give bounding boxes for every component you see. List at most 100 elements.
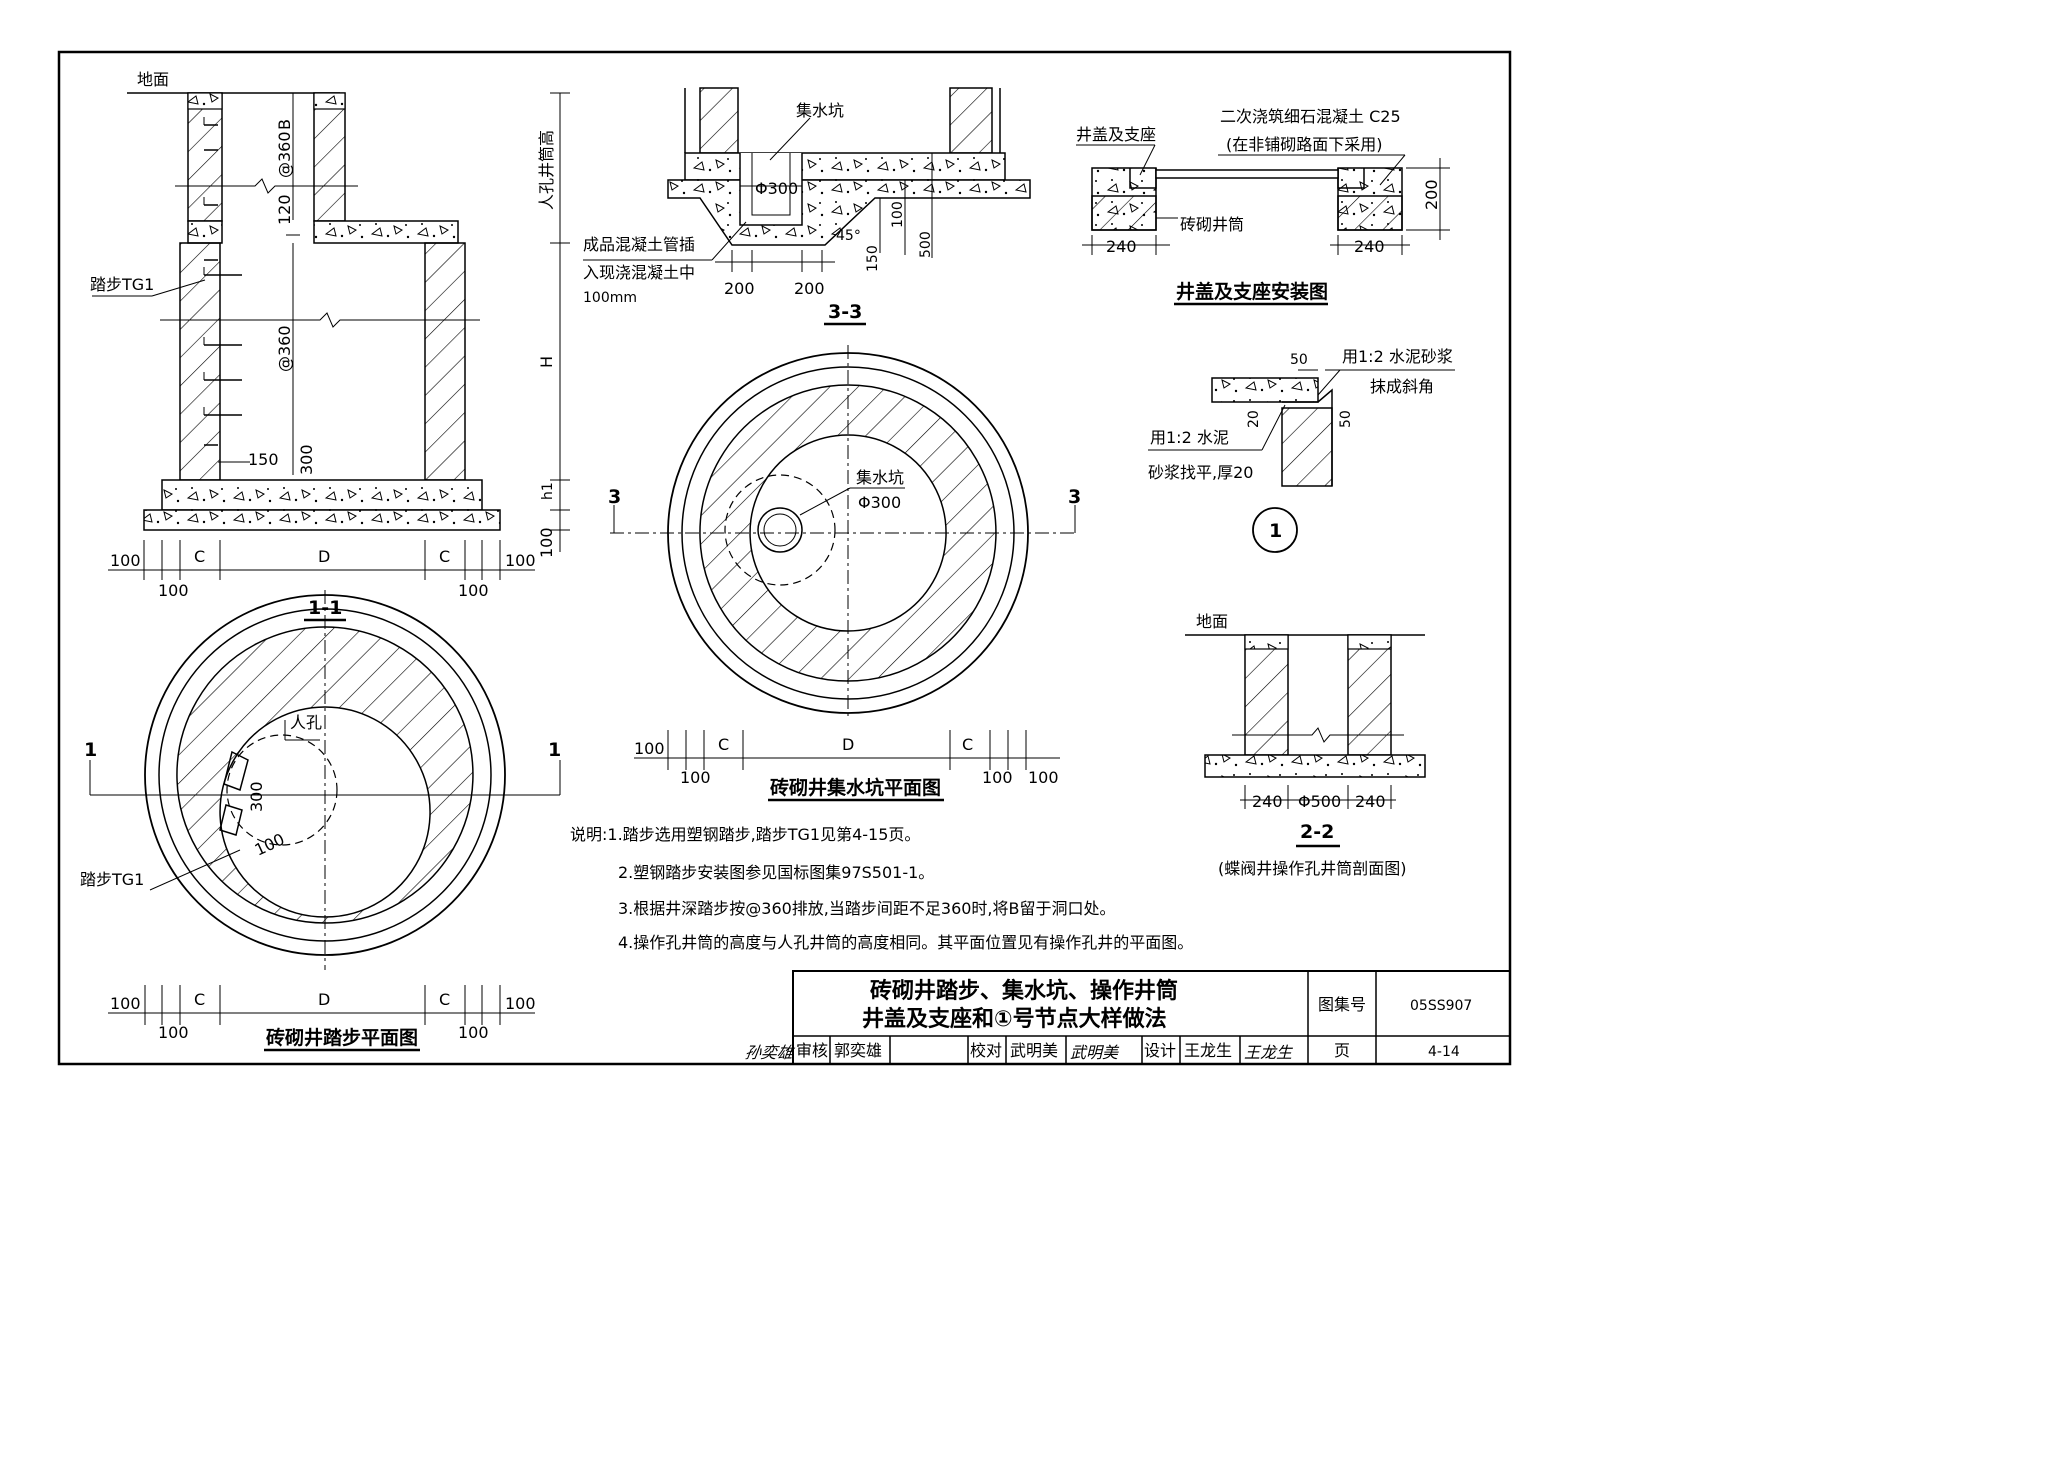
note-4: 4.操作孔井筒的高度与人孔井筒的高度相同。其平面位置见有操作孔井的平面图。 — [618, 933, 1193, 952]
review-name: 郭奕雄 — [834, 1041, 882, 1060]
plan1-dim-100-bottom-left: 100 — [158, 1023, 189, 1042]
section-mark-1-left: 1 — [84, 739, 97, 761]
sump-label: 集水坑 — [796, 101, 844, 120]
dim-h: H — [537, 356, 556, 368]
sump-plan-label: 集水坑 — [856, 468, 904, 487]
pipe-note-2: 入现浇混凝土中 — [583, 263, 695, 282]
check-signature: 武明美 — [1070, 1043, 1120, 1062]
plan3-dim-c-right: C — [962, 735, 973, 754]
plan3-dim-100-bottom-left: 100 — [680, 768, 711, 787]
level-note-2: 砂浆找平,厚20 — [1148, 463, 1253, 482]
dim-100-bottom-left: 100 — [158, 581, 189, 600]
dim-d: D — [318, 547, 330, 566]
step-plan-title: 砖砌井踏步平面图 — [266, 1026, 418, 1049]
note-2: 2.塑钢踏步安装图参见国标图集97S501-1。 — [618, 863, 934, 882]
dim-240-cover-right: 240 — [1354, 237, 1385, 256]
page-number: 4-14 — [1428, 1044, 1460, 1060]
atlas-label: 图集号 — [1318, 995, 1366, 1014]
dim-120: 120 — [275, 194, 294, 225]
plan3-dim-c-left: C — [718, 735, 729, 754]
sump-plan-view: 3-3 3 3 集水坑 Φ300 100 C D C 100 100 100 砖… — [608, 301, 1081, 802]
plan3-dim-d: D — [842, 735, 854, 754]
notes: 说明:1.踏步选用塑钢踏步,踏步TG1见第4-15页。 2.塑钢踏步安装图参见国… — [570, 825, 1193, 952]
brick-shaft-label: 砖砌井筒 — [1180, 215, 1244, 234]
level-note-1: 用1:2 水泥 — [1150, 428, 1229, 447]
dim-100-sump: 100 — [890, 201, 906, 228]
concrete-note-1: 二次浇筑细石混凝土 C25 — [1220, 107, 1401, 126]
mortar-note-1: 用1:2 水泥砂浆 — [1342, 347, 1453, 366]
section-mark-2-2: 2-2 — [1300, 821, 1334, 843]
dim-50-vertical: 50 — [1338, 410, 1354, 428]
page-label: 页 — [1334, 1041, 1350, 1060]
dim-phi300-plan: Φ300 — [858, 493, 901, 512]
section-mark-1-right: 1 — [548, 739, 561, 761]
node-1-detail: 50 用1:2 水泥砂浆 抹成斜角 20 50 用1:2 水泥 砂浆找平,厚20… — [1148, 347, 1455, 553]
section-2-2: 地面 240 Φ500 240 2-2 (蝶阀井操作孔井筒剖面图) — [1185, 612, 1426, 878]
ground-label-2: 地面 — [1196, 612, 1228, 631]
dim-100-bottom-right: 100 — [458, 581, 489, 600]
plan1-dim-100-bottom-right: 100 — [458, 1023, 489, 1042]
cover-install-detail: 井盖及支座 二次浇筑细石混凝土 C25 (在非铺砌路面下采用) 砖砌井筒 240… — [1076, 107, 1450, 306]
dim-phi300-section: Φ300 — [755, 179, 798, 198]
mortar-note-2: 抹成斜角 — [1370, 377, 1434, 396]
check-label: 校对 — [970, 1041, 1002, 1060]
dim-150: 150 — [248, 450, 279, 469]
dim-at360-upper: @360 — [275, 131, 294, 178]
section-1-1-elevation: 地面 B @360 120 @360 150 300 踏步TG1 — [90, 70, 570, 600]
title-line-1: 砖砌井踏步、集水坑、操作井筒 — [870, 978, 1178, 1004]
check-name: 武明美 — [1010, 1041, 1058, 1060]
cover-install-title: 井盖及支座安装图 — [1176, 280, 1328, 303]
step-tg1-label: 踏步TG1 — [90, 275, 154, 294]
dim-300: 300 — [297, 444, 316, 475]
step-plan-view: 1-1 1 1 人孔 300 100 踏步TG1 100 C D C 100 1… — [80, 590, 561, 1052]
review-signature: 孙奕雄 — [744, 1043, 797, 1062]
s22-dim-240-right: 240 — [1355, 792, 1386, 811]
section-mark-3-right: 3 — [1068, 486, 1081, 508]
dim-200-b: 200 — [794, 279, 825, 298]
plan1-dim-100-left: 100 — [110, 994, 141, 1013]
dim-b: B — [275, 119, 294, 130]
dim-h1: h1 — [540, 482, 556, 500]
design-signature: 王龙生 — [1244, 1043, 1294, 1062]
cover-support-label: 井盖及支座 — [1076, 125, 1156, 144]
section-2-2-caption: (蝶阀井操作孔井筒剖面图) — [1218, 859, 1407, 878]
manhole-label: 人孔 — [290, 713, 322, 732]
plan1-dim-c-right: C — [439, 990, 450, 1009]
plan3-dim-100-bottom-right: 100 — [982, 768, 1013, 787]
dim-c-right: C — [439, 547, 450, 566]
section-mark-3-3: 3-3 — [828, 301, 862, 323]
dim-100-left: 100 — [110, 551, 141, 570]
plan1-dim-d: D — [318, 990, 330, 1009]
design-label: 设计 — [1144, 1041, 1176, 1060]
dim-500-sump: 500 — [918, 231, 934, 258]
dim-200-a: 200 — [724, 279, 755, 298]
review-label: 审核 — [796, 1041, 828, 1060]
dim-20: 20 — [1246, 410, 1262, 428]
atlas-number: 05SS907 — [1410, 998, 1472, 1014]
s22-dim-240-left: 240 — [1252, 792, 1283, 811]
sump-section: 集水坑 Φ300 45° 100 150 500 200 200 成品混凝土管插… — [583, 87, 1031, 306]
plan1-dim-c-left: C — [194, 990, 205, 1009]
dim-300-plan: 300 — [247, 781, 266, 812]
pipe-note-1: 成品混凝土管插 — [583, 235, 695, 254]
dim-100-right: 100 — [505, 551, 536, 570]
pipe-note-3: 100mm — [583, 290, 637, 306]
dim-150-sump: 150 — [865, 245, 881, 272]
ground-label: 地面 — [137, 70, 169, 89]
title-line-2: 井盖及支座和①号节点大样做法 — [862, 1006, 1167, 1032]
dim-50: 50 — [1290, 352, 1308, 368]
dim-100-vertical: 100 — [537, 527, 556, 558]
dim-at360-lower: @360 — [275, 325, 294, 372]
dim-100-step: 100 — [252, 829, 288, 859]
manhole-shaft-height-label: 人孔井筒高 — [537, 130, 556, 210]
dim-200-cover: 200 — [1422, 179, 1441, 210]
note-3: 3.根据井深踏步按@360排放,当踏步间距不足360时,将B留于洞口处。 — [618, 899, 1116, 918]
title-block: 砖砌井踏步、集水坑、操作井筒 井盖及支座和①号节点大样做法 图集号 05SS90… — [744, 970, 1511, 1065]
dim-45deg: 45° — [836, 228, 861, 244]
section-mark-3-left: 3 — [608, 486, 621, 508]
plan3-dim-100-left: 100 — [634, 739, 665, 758]
design-name: 王龙生 — [1184, 1041, 1232, 1060]
dim-240-cover-left: 240 — [1106, 237, 1137, 256]
dim-c-left: C — [194, 547, 205, 566]
sump-plan-title: 砖砌井集水坑平面图 — [770, 776, 941, 799]
